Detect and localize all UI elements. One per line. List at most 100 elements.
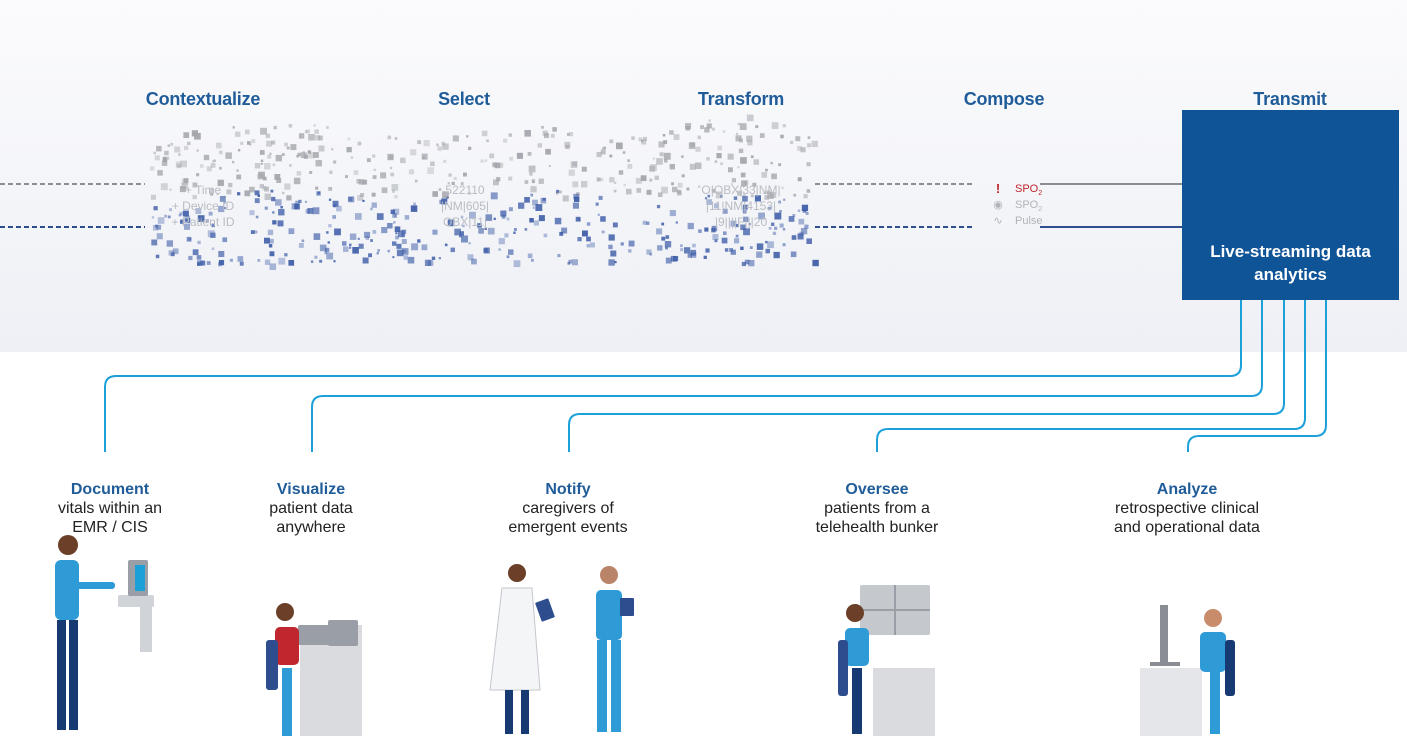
data-particle (596, 152, 602, 158)
data-particle (496, 177, 501, 182)
data-particle (151, 216, 154, 219)
data-particle (196, 149, 199, 152)
data-particle (552, 127, 557, 132)
data-particle (669, 130, 674, 135)
data-particle (183, 132, 190, 138)
data-particle (640, 175, 647, 182)
data-particle (280, 206, 283, 209)
data-particle (372, 175, 377, 179)
data-particle (715, 191, 723, 199)
data-particle (269, 251, 275, 257)
data-particle (460, 182, 464, 185)
data-particle (622, 151, 626, 154)
data-particle (332, 200, 339, 207)
data-particle (192, 182, 198, 188)
data-particle (756, 243, 764, 250)
data-particle (318, 135, 323, 141)
data-particle (595, 202, 599, 206)
data-particle (608, 234, 615, 241)
data-particle (805, 211, 809, 215)
data-particle (508, 207, 513, 212)
data-particle (730, 183, 733, 186)
data-particle (559, 231, 564, 236)
data-particle (778, 200, 781, 204)
data-particle (348, 196, 355, 203)
data-particle (298, 199, 302, 204)
data-particle (627, 163, 633, 169)
data-particle (635, 177, 642, 184)
data-particle (467, 254, 474, 261)
data-particle (741, 261, 746, 267)
data-particle (748, 260, 755, 267)
data-particle (750, 155, 754, 159)
data-particle (250, 230, 255, 234)
telehealth-operator-illustration (838, 585, 935, 736)
data-particle (290, 144, 297, 151)
data-particle (765, 248, 770, 254)
data-particle (628, 249, 632, 253)
data-particle (807, 143, 812, 148)
data-particle (589, 242, 595, 248)
data-particle (197, 215, 205, 222)
data-particle (564, 141, 571, 148)
data-particle (328, 198, 332, 201)
data-particle (773, 251, 780, 259)
data-particle (613, 189, 617, 193)
data-particle (307, 150, 312, 154)
data-particle (313, 233, 321, 240)
data-particle (586, 222, 591, 226)
data-particle (206, 261, 211, 265)
data-particle (245, 129, 250, 135)
data-particle (324, 251, 328, 255)
data-particle (737, 190, 743, 196)
oxygen-drop-icon: ◉ (993, 199, 1003, 211)
data-particle (314, 135, 321, 141)
data-particle (277, 220, 284, 227)
data-particle (704, 197, 708, 200)
data-particle (767, 206, 772, 211)
data-particle (770, 161, 773, 165)
data-particle (262, 186, 267, 191)
data-particle (509, 156, 514, 161)
data-particle (466, 135, 469, 138)
data-particle (618, 170, 624, 175)
data-particle (179, 186, 186, 193)
data-particle (289, 164, 292, 167)
data-particle (401, 233, 405, 238)
data-particle (450, 247, 455, 253)
data-particle (446, 196, 449, 199)
data-particle (767, 192, 774, 199)
data-particle (664, 159, 668, 163)
data-particle (427, 167, 434, 174)
data-particle (447, 182, 450, 185)
data-particle (154, 224, 158, 228)
data-particle (628, 240, 635, 247)
data-particle (461, 235, 468, 243)
data-particle (797, 209, 801, 212)
data-particle (614, 261, 617, 264)
data-particle (712, 234, 719, 241)
data-particle (771, 173, 777, 180)
data-particle (392, 213, 397, 218)
data-particle (735, 234, 739, 238)
data-particle (267, 229, 274, 236)
data-particle (390, 172, 395, 177)
data-particle (493, 179, 499, 186)
data-particle (307, 208, 314, 214)
data-particle (610, 250, 617, 257)
data-particle (697, 135, 701, 140)
data-particle (164, 150, 169, 156)
data-particle (790, 251, 797, 258)
data-particle (157, 170, 163, 176)
data-particle (333, 160, 337, 164)
data-particle (806, 238, 812, 244)
data-particle (685, 123, 692, 130)
data-particle (742, 195, 748, 202)
data-particle (581, 181, 588, 188)
data-particle (264, 206, 268, 210)
data-particle (533, 220, 539, 226)
data-particle (695, 162, 702, 169)
data-particle (501, 215, 506, 219)
data-particle (675, 221, 678, 224)
